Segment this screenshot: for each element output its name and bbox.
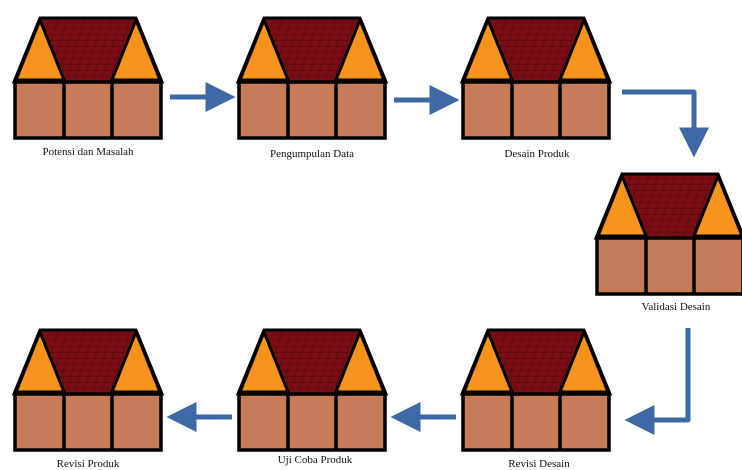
house-step-7 [11,328,165,452]
roof-gable-left [462,18,514,82]
roof-gable-left [238,18,290,82]
house-step-3 [459,16,613,140]
roof-gable-right [334,330,386,394]
house-step-5 [459,328,613,452]
step-label-7: Revisi Produk [56,458,120,470]
house-wall [461,392,611,452]
roof-gable-left [596,174,648,238]
house-wall [237,392,387,452]
house-wall [595,236,742,296]
step-label-6: Uji Coba Produk [277,454,353,466]
roof-gable-right [558,18,610,82]
roof-gable-left [238,330,290,394]
step-label-3: Desain Produk [504,148,570,160]
house-step-2 [235,16,389,140]
house-step-4 [593,172,742,296]
house-wall [237,80,387,140]
step-label-2: Pengumpulan Data [269,148,355,160]
house-wall [461,80,611,140]
roof-gable-left [14,18,66,82]
step-label-4: Validasi Desain [641,301,711,313]
roof-gable-right [558,330,610,394]
arrow-step-4-to-5 [624,328,691,435]
arrow-step-3-to-4 [622,89,709,158]
roof-gable-right [334,18,386,82]
roof-gable-right [110,330,162,394]
house-wall [13,392,163,452]
roof-gable-right [692,174,742,238]
step-label-1: Potensi dan Masalah [42,146,134,158]
flow-arrows [166,82,709,435]
house-step-1 [11,16,165,140]
house-step-6 [235,328,389,452]
roof-gable-left [462,330,514,394]
step-label-5: Revisi Desain [508,458,570,470]
roof-gable-left [14,330,66,394]
house-wall [13,80,163,140]
roof-gable-right [110,18,162,82]
